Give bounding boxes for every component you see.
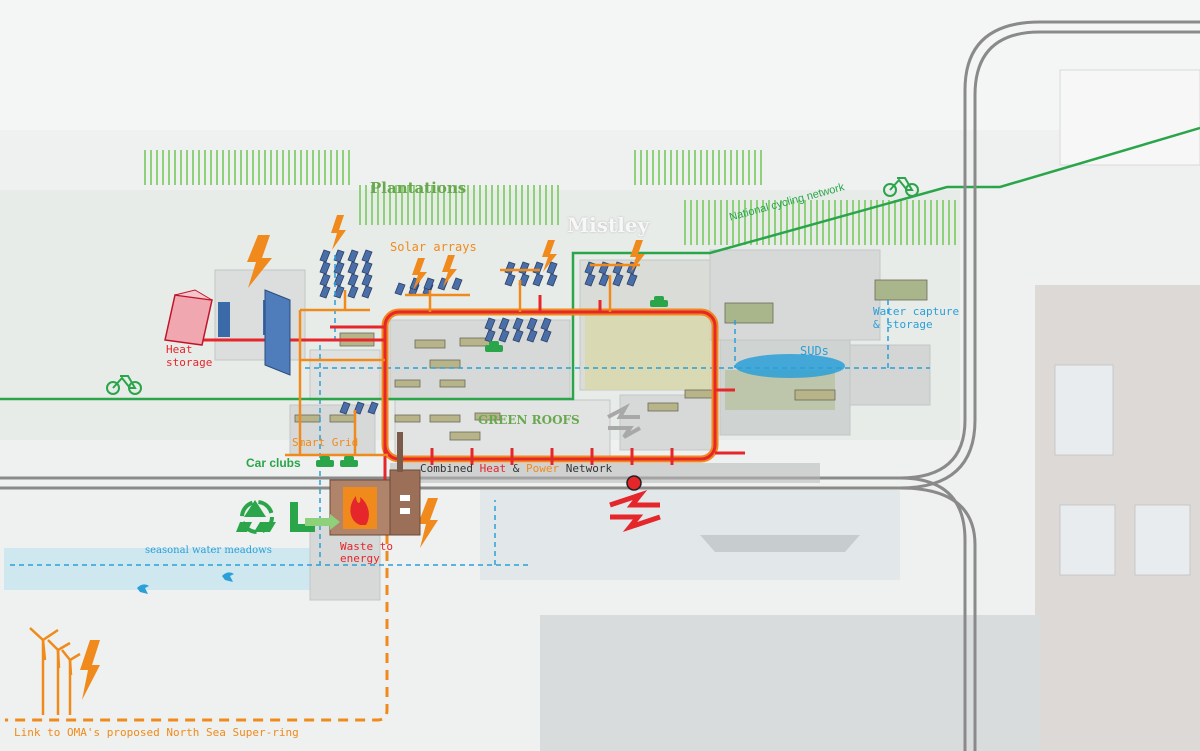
window <box>1135 505 1190 575</box>
chp-network-label: Combined Heat & Power Network <box>420 463 612 475</box>
station-marker <box>627 476 641 490</box>
chp-label-mid: & <box>506 462 526 475</box>
chp-label-part1: Combined <box>420 462 480 475</box>
boat <box>700 535 860 552</box>
window <box>1060 505 1115 575</box>
sky-band <box>0 0 1200 130</box>
suds-label: SUDs <box>800 345 829 358</box>
window <box>1055 365 1113 455</box>
water-capture-label-1: Water capture <box>873 306 959 318</box>
plantations-label: Plantations <box>370 180 466 197</box>
heat-storage-label-2: storage <box>166 357 212 369</box>
mistley-label: Mistley <box>567 214 649 236</box>
waste-energy-label-2: energy <box>340 553 380 565</box>
green-field <box>585 315 710 390</box>
flag <box>1060 70 1200 165</box>
water-capture-label-2: & storage <box>873 319 933 331</box>
solar-arrays-label: Solar arrays <box>390 241 477 254</box>
north-sea-link-label: Link to OMA's proposed North Sea Super-r… <box>14 727 299 739</box>
chp-label-heat: Heat <box>480 462 507 475</box>
smart-grid-label: Smart Grid <box>292 437 358 449</box>
green-roofs-label: GREEN ROOFS <box>478 414 580 427</box>
chp-label-power: Power <box>526 462 559 475</box>
heat-storage-label-1: Heat <box>166 344 193 356</box>
chp-label-end: Network <box>559 462 612 475</box>
water-meadows-label: seasonal water meadows <box>145 545 272 556</box>
car-clubs-label: Car clubs <box>246 457 301 470</box>
